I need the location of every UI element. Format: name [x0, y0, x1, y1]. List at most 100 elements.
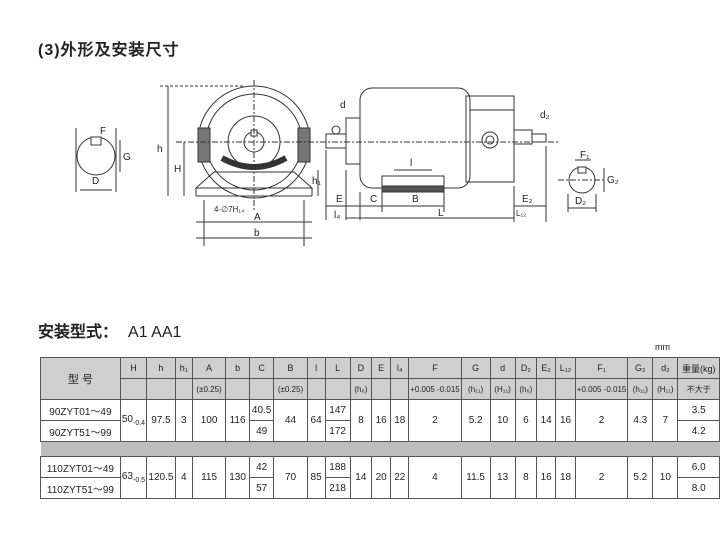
cell-A: 115	[191, 456, 227, 499]
model-cell: 90ZYT51～99	[40, 420, 121, 442]
tol-l4	[390, 378, 410, 400]
col-C: C	[248, 357, 275, 379]
cell-d2: 10	[652, 456, 679, 499]
tol-d: (H₁₁)	[489, 378, 516, 400]
col-weight: 重量(kg)	[677, 357, 720, 379]
install-types: A1 AA1	[128, 324, 182, 341]
cell-l: 85	[306, 456, 326, 499]
label-H: H	[174, 164, 181, 175]
table-row: 90ZYT51～99 49 172 4.2	[40, 420, 720, 442]
cell-A: 100	[191, 399, 227, 442]
cell-h1: 4	[174, 456, 193, 499]
label-L12: L₁₂	[516, 209, 526, 218]
col-B: B	[273, 357, 308, 379]
table-row: 110ZYT51～99 57 218 8.0	[40, 477, 720, 499]
dimension-table: 型 号 H h h₁ A b C B l L D E l₄ F G d D₂ E…	[40, 357, 720, 499]
cell-D: 14	[349, 456, 373, 499]
col-H: H	[119, 357, 148, 379]
tol-A: (±0.25)	[191, 378, 227, 400]
col-b: b	[225, 357, 250, 379]
label-L: L	[438, 208, 444, 219]
col-d2: d₂	[652, 357, 679, 379]
label-b: b	[254, 228, 260, 239]
cell-weight: 3.5	[677, 399, 720, 421]
cell-h: 120.5	[146, 456, 176, 499]
model-cell: 90ZYT01～49	[40, 399, 121, 421]
cell-E: 20	[371, 456, 392, 499]
cell-L: 188	[324, 456, 351, 478]
cell-D2: 6	[514, 399, 538, 442]
tol-d2: (H₁₁)	[652, 378, 679, 400]
col-l: l	[306, 357, 326, 379]
cell-F: 2	[408, 399, 462, 442]
install-type-heading: 安装型式： A1 AA1	[38, 318, 181, 342]
cell-C: 42	[248, 456, 275, 478]
model-cell: 110ZYT51～99	[40, 477, 121, 499]
cell-G: 5.2	[460, 399, 491, 442]
cell-G2: 4.3	[627, 399, 654, 442]
tolerance-row: (±0.25) (±0.25) (h₆) +0.005 -0.015 (h₁₁)…	[41, 378, 720, 400]
col-G: G	[460, 357, 491, 379]
cell-E2: 14	[535, 399, 557, 442]
col-F: F	[408, 357, 462, 379]
model-header: 型 号	[40, 357, 121, 400]
cell-C: 49	[248, 420, 275, 442]
cell-F1: 2	[574, 456, 629, 499]
cell-l4: 22	[390, 456, 410, 499]
label-l4: l₄	[334, 210, 340, 221]
label-G2: G₂	[607, 175, 619, 186]
col-D2: D₂	[514, 357, 538, 379]
cell-weight: 6.0	[677, 456, 720, 478]
tol-h	[146, 378, 176, 400]
cell-D: 8	[349, 399, 373, 442]
tol-G: (h₁₁)	[460, 378, 491, 400]
motor-drawing: F G D h H h₁ 4-∅7H₁₄ A b d l E C B l₄ L …	[75, 80, 619, 246]
cell-F1: 2	[574, 399, 629, 442]
cell-weight: 8.0	[677, 477, 720, 499]
col-F1: F₁	[574, 357, 629, 379]
header-row: 型 号 H h h₁ A b C B l L D E l₄ F G d D₂ E…	[40, 357, 720, 400]
label-F1: F₁	[580, 150, 590, 161]
cell-D2: 8	[514, 456, 538, 499]
label-E: E	[336, 194, 343, 205]
col-d: d	[489, 357, 516, 379]
cell-d: 13	[489, 456, 516, 499]
install-title: 安装型式：	[38, 324, 119, 341]
tol-H	[119, 378, 148, 400]
col-l4: l₄	[390, 357, 410, 379]
tol-F1: +0.005 -0.015	[574, 378, 629, 400]
label-C: C	[370, 194, 377, 205]
label-d2: d₂	[540, 110, 550, 121]
tol-D: (h₆)	[349, 378, 373, 400]
label-B: B	[412, 194, 419, 205]
label-d: d	[340, 100, 346, 111]
label-F: F	[100, 126, 106, 137]
tol-E	[371, 378, 392, 400]
label-D2: D₂	[575, 196, 586, 207]
cell-L: 172	[324, 420, 351, 442]
label-h: h	[157, 144, 163, 155]
cell-G: 11.5	[460, 456, 491, 499]
tol-weight: 不大于	[677, 378, 720, 400]
label-D: D	[92, 176, 99, 187]
col-h: h	[146, 357, 176, 379]
tol-l	[306, 378, 326, 400]
tol-E2	[535, 378, 557, 400]
cell-d2: 7	[652, 399, 679, 442]
tol-L12	[555, 378, 576, 400]
col-L12: L₁₂	[555, 357, 576, 379]
tol-L	[324, 378, 351, 400]
tol-F: +0.005 -0.015	[408, 378, 462, 400]
cell-b: 116	[225, 399, 250, 442]
unit-label: mm	[655, 342, 670, 352]
cell-weight: 4.2	[677, 420, 720, 442]
tol-D2: (h₆)	[514, 378, 538, 400]
cell-h1: 3	[174, 399, 193, 442]
cell-L12: 18	[555, 456, 576, 499]
col-h1: h₁	[174, 357, 193, 379]
label-E2: E₂	[522, 194, 533, 205]
cell-C: 57	[248, 477, 275, 499]
label-l: l	[410, 158, 412, 169]
cell-G2: 5.2	[627, 456, 654, 499]
cell-E2: 16	[535, 456, 557, 499]
